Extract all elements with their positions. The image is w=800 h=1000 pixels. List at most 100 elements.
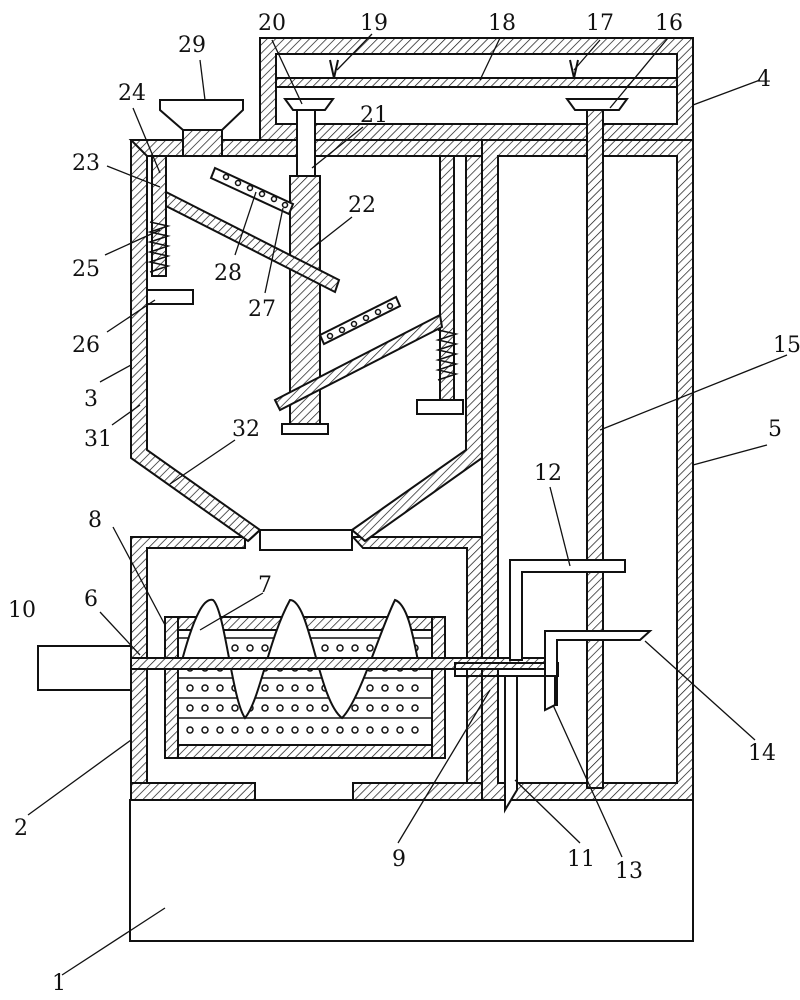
drum-left-hatch xyxy=(164,616,179,759)
drum-hole xyxy=(291,704,299,712)
drum-hole xyxy=(291,684,299,692)
drum-hole xyxy=(261,684,269,692)
drum-hole xyxy=(231,644,239,652)
spring-right xyxy=(435,329,459,381)
belt xyxy=(275,77,678,88)
drum-right-hatch xyxy=(431,616,446,759)
striker-11 xyxy=(504,675,518,814)
drum-hole xyxy=(411,726,419,734)
drum-hole xyxy=(381,684,389,692)
screen-holes-upper xyxy=(222,173,289,209)
label-26: 26 xyxy=(72,333,100,358)
lower-housing-outlet-left xyxy=(130,782,256,801)
label-17: 17 xyxy=(586,11,614,36)
label-32: 32 xyxy=(232,417,260,442)
label-15: 15 xyxy=(773,333,800,358)
label-3: 3 xyxy=(84,387,98,412)
drum-hole xyxy=(261,726,269,734)
label-22: 22 xyxy=(348,193,376,218)
drum-hole xyxy=(411,704,419,712)
drum-hole xyxy=(201,684,209,692)
label-23: 23 xyxy=(72,151,100,176)
drum-hole xyxy=(351,726,359,734)
drum-hole xyxy=(216,726,224,734)
label-18: 18 xyxy=(488,11,516,36)
screen-holes-lower xyxy=(326,302,394,340)
drum-hole xyxy=(216,684,224,692)
drive-shaft-15 xyxy=(586,109,604,789)
drum-hole xyxy=(231,726,239,734)
label-7: 7 xyxy=(258,573,272,598)
drum-hole xyxy=(306,704,314,712)
part-labels: 1 2 3 4 5 6 7 8 9 10 11 12 13 14 15 16 1… xyxy=(8,11,800,996)
label-11: 11 xyxy=(567,847,595,872)
discharge-neck xyxy=(247,529,366,542)
drum-hole xyxy=(186,684,194,692)
drum-hole xyxy=(321,726,329,734)
drum-hole xyxy=(366,684,374,692)
plate-13 xyxy=(544,675,556,712)
lower-housing-outlet-right xyxy=(352,782,483,801)
label-20: 20 xyxy=(258,11,286,36)
label-2: 2 xyxy=(14,816,28,841)
feed-funnel-neck xyxy=(182,129,223,157)
drum-hole xyxy=(366,644,374,652)
label-9: 9 xyxy=(392,847,406,872)
stop-plate-right xyxy=(416,399,464,415)
cam-arm-12 xyxy=(509,559,626,661)
drum-bottom-hatch xyxy=(164,744,446,759)
drum-hole xyxy=(246,644,254,652)
bearing-20 xyxy=(283,98,335,111)
label-21: 21 xyxy=(360,103,388,128)
label-6: 6 xyxy=(84,587,98,612)
label-28: 28 xyxy=(214,261,242,286)
drum-hole xyxy=(261,644,269,652)
drum-hole xyxy=(396,684,404,692)
drum-hole xyxy=(291,726,299,734)
pulley-17 xyxy=(569,59,579,79)
guide-rod-24 xyxy=(151,155,167,277)
label-4: 4 xyxy=(757,67,771,92)
pulley-19 xyxy=(329,59,339,79)
discharge-neck-throat xyxy=(259,529,353,551)
motor-10 xyxy=(37,645,132,691)
label-13: 13 xyxy=(615,859,643,884)
drum-hole xyxy=(276,704,284,712)
drum-hole xyxy=(306,684,314,692)
drum-hole xyxy=(351,644,359,652)
drum-hole xyxy=(216,704,224,712)
perforated-screen-28 xyxy=(209,166,295,216)
drum-hole xyxy=(396,704,404,712)
drum-hole xyxy=(336,644,344,652)
label-8: 8 xyxy=(88,508,102,533)
drum-hole xyxy=(261,704,269,712)
drum-hole xyxy=(321,704,329,712)
drum-holes xyxy=(186,644,419,734)
drum-hole xyxy=(321,644,329,652)
drum-hole xyxy=(366,726,374,734)
drum-hole xyxy=(186,726,194,734)
drum-hole xyxy=(381,726,389,734)
drum-hole xyxy=(186,704,194,712)
label-16: 16 xyxy=(655,11,683,36)
drum-hole xyxy=(366,704,374,712)
label-12: 12 xyxy=(534,461,562,486)
bearing-16 xyxy=(565,98,629,111)
drum-hole xyxy=(306,726,314,734)
drum-hole xyxy=(231,704,239,712)
drum-hole xyxy=(201,704,209,712)
shaft-foot xyxy=(281,423,329,435)
drum-hole xyxy=(411,684,419,692)
leader-lines xyxy=(27,33,788,976)
label-14: 14 xyxy=(748,741,776,766)
label-29: 29 xyxy=(178,33,206,58)
drum-hole xyxy=(351,704,359,712)
stop-plate-26 xyxy=(146,289,194,305)
drum-hole xyxy=(276,684,284,692)
drum-hole xyxy=(381,704,389,712)
hopper-housing-left-wall xyxy=(130,139,262,543)
label-25: 25 xyxy=(72,257,100,282)
screen-plate-upper xyxy=(165,190,341,294)
